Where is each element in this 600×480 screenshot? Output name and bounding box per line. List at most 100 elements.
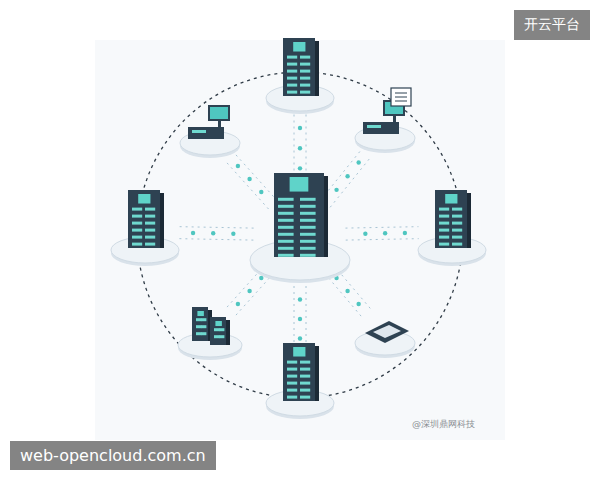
data-dot: [211, 231, 215, 235]
ring-link: [137, 72, 463, 398]
server-slot: [287, 77, 297, 80]
server-slot: [278, 254, 294, 257]
server-slot: [439, 243, 449, 246]
server-slot: [145, 215, 155, 218]
radial-link: [346, 239, 419, 240]
data-dot: [298, 297, 302, 301]
monitor-screen: [210, 107, 228, 119]
data-dot: [298, 126, 302, 130]
data-dot: [334, 188, 338, 192]
server-slot: [300, 63, 310, 66]
network-devices: [111, 38, 486, 419]
server-slot: [452, 229, 462, 232]
server-slot: [300, 198, 316, 201]
server-slot: [287, 368, 297, 371]
server-slot: [300, 389, 310, 392]
data-dot: [403, 231, 407, 235]
server-slot: [278, 198, 294, 201]
pc-case: [188, 127, 224, 139]
server-slot: [452, 208, 462, 211]
server-slot: [287, 389, 297, 392]
server-chip: [445, 194, 457, 204]
server-body: [274, 173, 324, 257]
server-slot: [300, 382, 310, 385]
server-slot: [439, 208, 449, 211]
watermark-badge: 开云平台: [514, 10, 590, 40]
radial-link: [179, 227, 253, 228]
radial-link: [225, 161, 268, 209]
server-slot: [300, 368, 310, 371]
monitor: [208, 105, 230, 121]
server-slot: [300, 205, 316, 208]
watermark-url: web-opencloud.com.cn: [10, 441, 216, 470]
server-slot: [132, 236, 142, 239]
pc-light: [367, 125, 381, 128]
server-slot: [300, 212, 316, 215]
server-chip: [215, 321, 221, 326]
server-slot: [278, 233, 294, 236]
server-chip: [197, 311, 203, 316]
panel-line: [395, 93, 407, 94]
server-body: [128, 190, 160, 248]
server-slot: [214, 335, 219, 338]
pc-case: [363, 122, 399, 134]
data-dot: [345, 289, 349, 293]
server-slot: [201, 325, 206, 328]
server-slot: [439, 236, 449, 239]
server-slot: [214, 328, 219, 331]
monitor-stand: [218, 121, 221, 127]
data-dot: [298, 336, 302, 340]
server-chip: [293, 347, 305, 357]
radial-link: [294, 280, 295, 352]
server-slot: [278, 226, 294, 229]
server-slot: [201, 332, 206, 335]
radial-link: [179, 239, 253, 240]
server-slot: [287, 396, 297, 399]
server-slot: [278, 205, 294, 208]
server-slot: [278, 212, 294, 215]
server-slot: [300, 375, 310, 378]
server-chip: [138, 194, 150, 204]
data-dot: [236, 302, 240, 306]
data-dot: [259, 190, 263, 194]
data-dot: [345, 174, 349, 178]
data-dot: [231, 232, 235, 236]
server-slot: [145, 208, 155, 211]
server-slot: [287, 70, 297, 73]
server-slot: [145, 222, 155, 225]
server-slot: [300, 84, 310, 87]
radial-link: [345, 227, 418, 228]
server-slot: [287, 375, 297, 378]
illustration-ground: [95, 40, 505, 440]
panel-line: [395, 101, 407, 102]
server-slot: [300, 240, 316, 243]
monitor-panel: [391, 88, 411, 106]
server-slot: [278, 240, 294, 243]
server-chip: [290, 177, 309, 192]
server-slot: [219, 328, 224, 331]
radial-link: [330, 157, 371, 207]
data-dot: [383, 231, 387, 235]
server-slot: [145, 243, 155, 246]
server-slot: [300, 91, 310, 94]
server-slot: [439, 229, 449, 232]
server-slot: [132, 222, 142, 225]
server-slot: [300, 254, 316, 257]
server-slot: [300, 219, 316, 222]
data-dot: [356, 302, 360, 306]
server-slot: [287, 63, 297, 66]
server-chip: [293, 42, 305, 52]
server-body: [210, 317, 226, 345]
radial-link: [234, 153, 277, 201]
server-body: [192, 307, 208, 341]
watermark-source: @深圳鼎网科技: [412, 418, 475, 431]
server-slot: [201, 318, 206, 321]
server-slot: [278, 219, 294, 222]
data-dot: [298, 166, 302, 170]
server-slot: [132, 208, 142, 211]
server-slot: [300, 247, 316, 250]
data-dot: [298, 317, 302, 321]
server-slot: [132, 243, 142, 246]
